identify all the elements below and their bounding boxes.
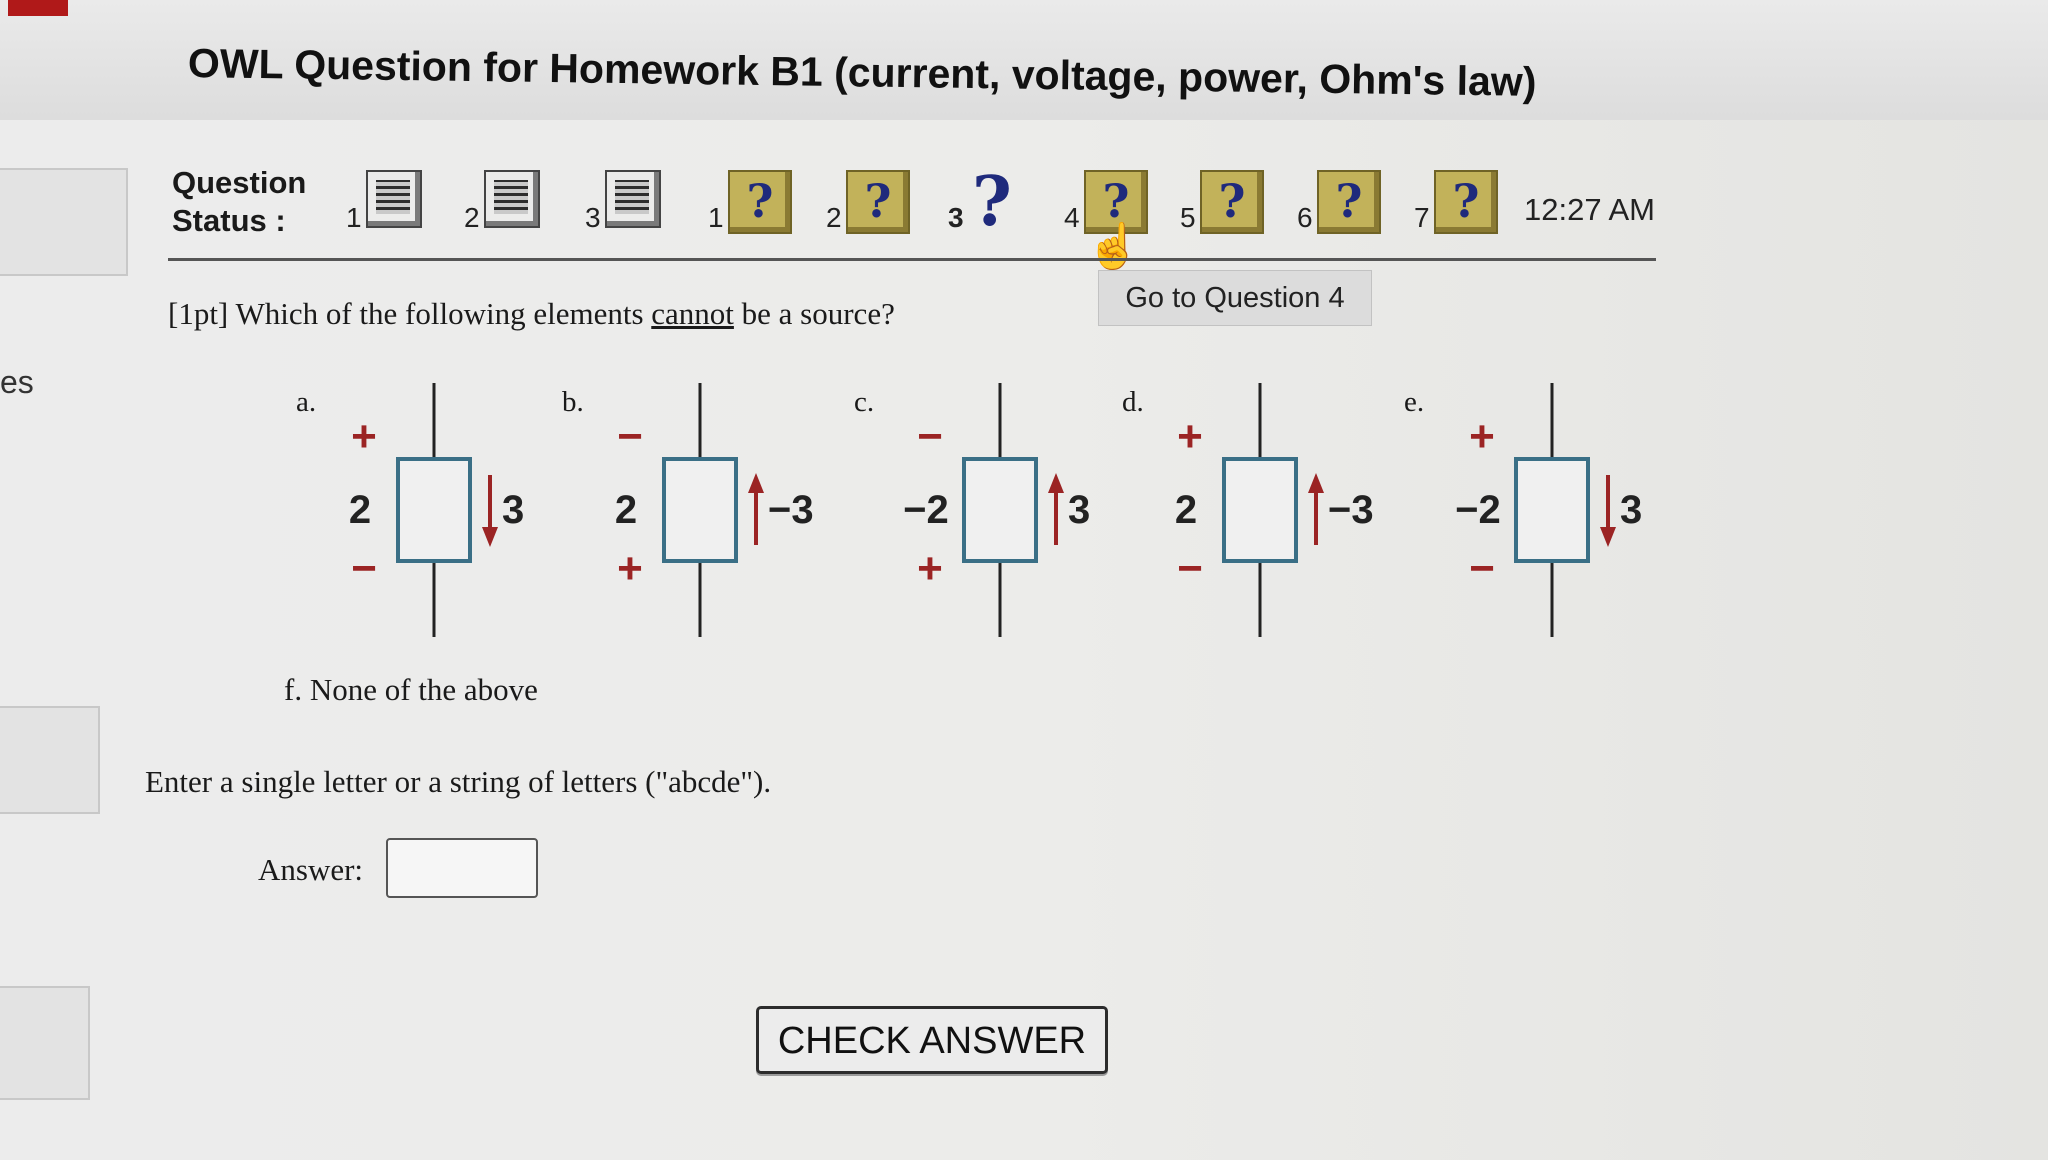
- choice-a-letter: a.: [296, 386, 317, 418]
- question-number: 6: [1297, 202, 1313, 233]
- circuit-element-box: [396, 457, 472, 563]
- side-tab[interactable]: [0, 168, 128, 276]
- question-status-item[interactable]: 6?: [1297, 170, 1393, 240]
- question-status-item[interactable]: 2?: [826, 170, 922, 240]
- question-status-item[interactable]: 3?: [948, 162, 1044, 242]
- choice-d-letter: d.: [1122, 386, 1144, 418]
- question-status-item[interactable]: 1: [346, 170, 442, 240]
- question-number: 5: [1180, 202, 1196, 233]
- choice-f-none-of-the-above: f. None of the above: [284, 672, 538, 707]
- answered-lines-icon: [484, 170, 540, 228]
- polarity-bottom-sign: −: [351, 544, 377, 593]
- question-status-item[interactable]: 3: [585, 170, 681, 240]
- voltage-label: −2: [1455, 488, 1501, 532]
- current-arrow-head-down: [1600, 527, 1616, 547]
- current-label: 3: [502, 488, 524, 532]
- current-label: −3: [768, 488, 814, 532]
- question-number: 2: [464, 202, 480, 233]
- question-status-label: Question Status :: [172, 165, 307, 238]
- choice-c-letter: c.: [854, 386, 875, 418]
- question-status-item[interactable]: 2: [464, 170, 560, 240]
- voltage-label: 2: [615, 488, 637, 532]
- owl-logo-fragment: [8, 0, 68, 16]
- question-status-item[interactable]: 5?: [1180, 170, 1276, 240]
- unanswered-question-icon: ?: [1200, 170, 1264, 234]
- question-number: 3: [948, 202, 964, 233]
- polarity-bottom-sign: +: [917, 544, 943, 593]
- answered-lines-icon: [605, 170, 661, 228]
- question-status-item[interactable]: 4?: [1064, 170, 1160, 240]
- unanswered-question-icon: ?: [1317, 170, 1381, 234]
- current-question-icon: ?: [972, 162, 1012, 242]
- question-number: 3: [585, 202, 601, 233]
- polarity-bottom-sign: −: [1469, 544, 1495, 593]
- question-status-item[interactable]: 7?: [1414, 170, 1510, 240]
- answer-label: Answer:: [258, 852, 364, 887]
- polarity-top-sign: −: [917, 412, 943, 461]
- unanswered-question-icon: ?: [728, 170, 792, 234]
- answer-instructions: Enter a single letter or a string of let…: [145, 764, 772, 799]
- question-prompt: [1pt] Which of the following elements ca…: [168, 296, 895, 331]
- question-number: 1: [708, 202, 724, 233]
- question-number: 4: [1064, 202, 1080, 233]
- question-number: 2: [826, 202, 842, 233]
- circuit-element-box: [962, 457, 1038, 563]
- voltage-label: 2: [1175, 488, 1197, 532]
- clock: 12:27 AM: [1524, 192, 1655, 227]
- circuit-elements-diagram: +2−3−2+−3−−2+3+2−−3+−2−3: [349, 383, 1642, 637]
- current-label: 3: [1620, 488, 1642, 532]
- polarity-top-sign: −: [617, 412, 643, 461]
- polarity-top-sign: +: [1469, 412, 1495, 461]
- circuit-element-box: [662, 457, 738, 563]
- circuit-element-box: [1222, 457, 1298, 563]
- current-arrow-head-up: [1048, 473, 1064, 493]
- current-label: 3: [1068, 488, 1090, 532]
- current-arrow-head-down: [482, 527, 498, 547]
- check-answer-button[interactable]: CHECK ANSWER: [756, 1006, 1108, 1074]
- question-number: 7: [1414, 202, 1430, 233]
- circuit-element-box: [1514, 457, 1590, 563]
- choice-b-letter: b.: [562, 386, 584, 418]
- side-tab[interactable]: [0, 706, 100, 814]
- header-band: [0, 0, 2048, 126]
- side-tab[interactable]: [0, 986, 90, 1100]
- question-number: 1: [346, 202, 362, 233]
- voltage-label: 2: [349, 488, 371, 532]
- unanswered-question-icon: ?: [846, 170, 910, 234]
- main-panel: [0, 120, 2048, 1160]
- status-divider: [168, 258, 1656, 261]
- sidebar-label: es: [0, 364, 34, 400]
- voltage-label: −2: [903, 488, 949, 532]
- answer-input[interactable]: [386, 838, 538, 898]
- polarity-top-sign: +: [1177, 412, 1203, 461]
- polarity-top-sign: +: [351, 412, 377, 461]
- current-arrow-head-up: [748, 473, 764, 493]
- hand-pointer-icon: ☝: [1086, 222, 1141, 271]
- question-status-item[interactable]: 1?: [708, 170, 804, 240]
- current-arrow-head-up: [1308, 473, 1324, 493]
- unanswered-question-icon: ?: [1084, 170, 1148, 234]
- choice-e-letter: e.: [1404, 386, 1425, 418]
- go-to-question-tooltip: Go to Question 4: [1098, 270, 1372, 326]
- polarity-bottom-sign: −: [1177, 544, 1203, 593]
- current-label: −3: [1328, 488, 1374, 532]
- polarity-bottom-sign: +: [617, 544, 643, 593]
- answered-lines-icon: [366, 170, 422, 228]
- unanswered-question-icon: ?: [1434, 170, 1498, 234]
